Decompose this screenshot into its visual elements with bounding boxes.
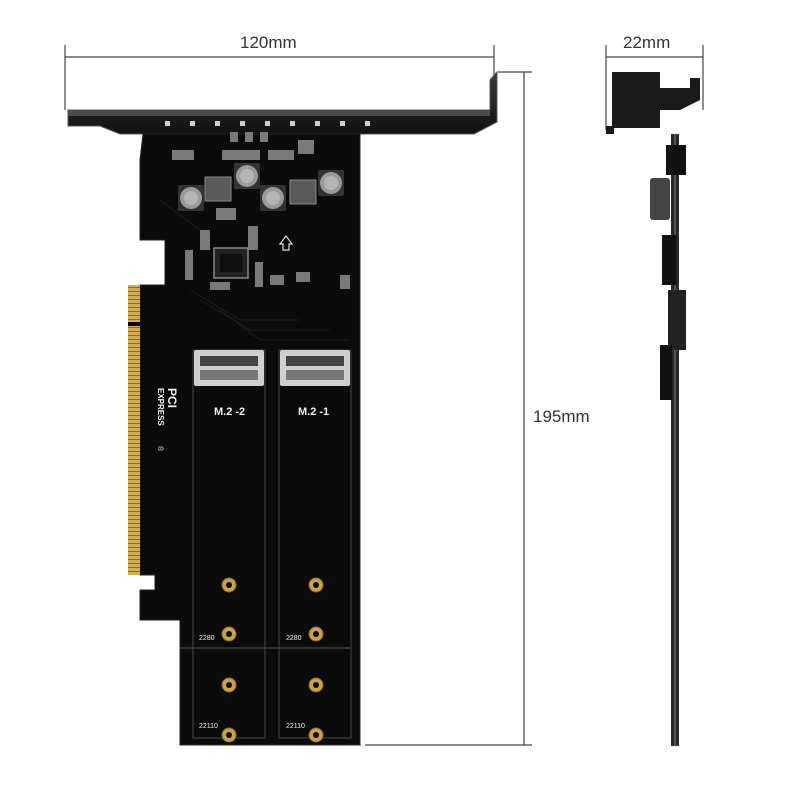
mounting-holes	[221, 577, 324, 743]
inductors	[204, 176, 317, 205]
mounting-bracket	[67, 70, 498, 135]
arrow-up-icon	[278, 235, 294, 251]
dimension-lines	[64, 45, 704, 746]
mount-label-2280-left: 2280	[199, 635, 215, 642]
width-dimension-label: 120mm	[240, 33, 297, 52]
slot-2-label: M.2 -2	[214, 406, 245, 418]
capacitors	[178, 163, 344, 211]
smd-components	[172, 132, 350, 290]
pcie-gold-fingers	[128, 285, 140, 575]
height-dimension-label: 195mm	[533, 407, 590, 426]
mount-label-22110-left: 22110	[199, 723, 218, 730]
pci-express-logo: PCI EXPRESS ®	[156, 388, 179, 452]
logo-main-text: PCI	[165, 388, 179, 408]
logo-sub-text: EXPRESS	[156, 388, 165, 426]
mount-label-22110-right: 22110	[286, 723, 305, 730]
m2-slot-2	[180, 349, 350, 739]
depth-dimension-label: 22mm	[623, 33, 671, 52]
side-view-card	[606, 72, 700, 746]
pcb-board	[139, 133, 361, 746]
logo-mark-text: ®	[156, 446, 164, 452]
controller-chip	[213, 247, 249, 279]
slot-1-label: M.2 -1	[298, 406, 329, 418]
mount-label-2280-right: 2280	[286, 635, 302, 642]
